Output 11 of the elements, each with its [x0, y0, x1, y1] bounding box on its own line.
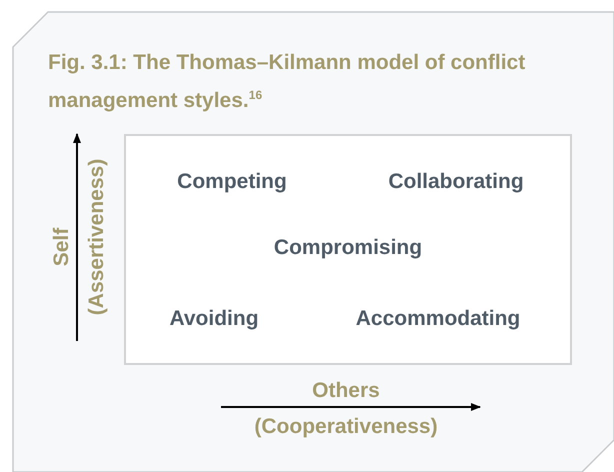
- styles-box: [124, 134, 572, 365]
- style-label: Avoiding: [169, 307, 259, 331]
- figure-title: Fig. 3.1: The Thomas–Kilmann model of conflict management styles.$^{16}$: [48, 50, 526, 114]
- style-label: Collaborating: [388, 170, 524, 194]
- style-label: Compromising: [274, 236, 422, 260]
- axis-label: Self: [50, 228, 74, 266]
- axis-label: (Cooperativeness): [254, 415, 438, 439]
- axis-label: Others: [312, 379, 380, 403]
- style-label: Competing: [177, 170, 287, 194]
- axis-label: (Assertiveness): [85, 158, 109, 316]
- style-label: Accommodating: [356, 307, 520, 331]
